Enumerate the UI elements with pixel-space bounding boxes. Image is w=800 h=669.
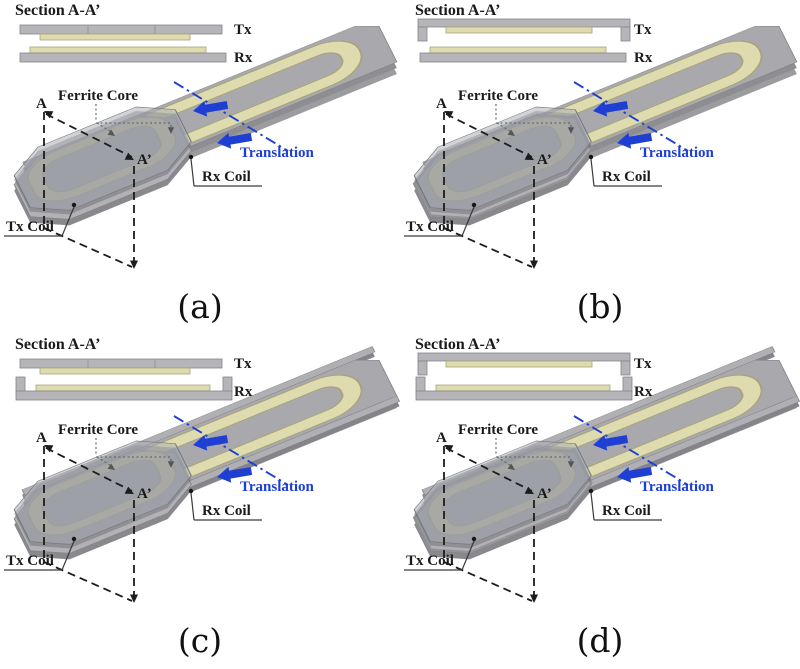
translation-arrow-2	[217, 466, 253, 483]
translation-label: Translation	[640, 479, 715, 495]
translation-axis-line	[573, 415, 689, 486]
translation-label: Translation	[240, 145, 315, 161]
panel-caption: (d)	[576, 621, 624, 660]
translation-arrow-2	[217, 132, 253, 149]
tx-coil-callout	[4, 202, 77, 237]
section-mark-a-prime: A’	[537, 152, 552, 168]
tx-label: Tx	[634, 356, 652, 372]
section-mark-a: A	[36, 430, 47, 446]
ferrite-core-label: Ferrite Core	[58, 422, 138, 438]
rx-coil-callout	[588, 488, 662, 521]
tx-label: Tx	[634, 22, 652, 38]
rx-label: Rx	[234, 384, 253, 400]
ferrite-core-leaders	[95, 438, 175, 470]
translation-arrow-2	[617, 466, 653, 483]
panel-caption: (a)	[177, 287, 223, 326]
ferrite-core-label: Ferrite Core	[458, 88, 538, 104]
ferrite-core-leaders	[95, 104, 175, 136]
translation-arrow-2	[617, 132, 653, 149]
rx-track-3d	[412, 25, 798, 226]
ferrite-core-label: Ferrite Core	[458, 422, 538, 438]
tx-pad-cover	[413, 106, 592, 211]
section-mark-a-prime: A’	[537, 486, 552, 502]
section-mark-a-prime: A’	[137, 152, 152, 168]
section-mark-a: A	[436, 430, 447, 446]
section-mark-a: A	[36, 96, 47, 112]
section-plane	[443, 445, 538, 603]
tx-label: Tx	[234, 356, 252, 372]
translation-arrow-1	[193, 100, 229, 117]
rx-track-3d	[13, 25, 398, 226]
rx-track-3d	[13, 346, 400, 560]
ferrite-core-label: Ferrite Core	[58, 88, 138, 104]
section-plane	[443, 111, 538, 269]
section-title: Section A-A’	[415, 336, 500, 353]
rx-label: Rx	[634, 384, 653, 400]
rx-coil-label: Rx Coil	[602, 503, 651, 519]
tx-coil-callout	[4, 536, 77, 571]
translation-label: Translation	[640, 145, 715, 161]
section-title: Section A-A’	[15, 2, 100, 19]
ferrite-core-leaders	[495, 104, 575, 136]
section-mark-a: A	[436, 96, 447, 112]
section-title: Section A-A’	[15, 336, 100, 353]
panel-caption: (b)	[576, 287, 624, 326]
tx-coil-label: Tx Coil	[6, 553, 54, 569]
rx-coil-callout	[588, 154, 662, 187]
section-plane	[43, 445, 138, 603]
tx-coil-label: Tx Coil	[406, 553, 454, 569]
tx-coil-label: Tx Coil	[406, 219, 454, 235]
rx-coil-callout	[188, 154, 262, 187]
rx-coil-callout	[188, 488, 262, 521]
section-title: Section A-A’	[415, 2, 500, 19]
translation-label: Translation	[240, 479, 315, 495]
section-mark-a-prime: A’	[137, 486, 152, 502]
rx-label: Rx	[234, 50, 253, 66]
translation-axis-line	[173, 415, 289, 486]
translation-axis-line	[573, 81, 689, 152]
translation-arrow-1	[593, 100, 629, 117]
translation-arrow-1	[593, 434, 629, 451]
tx-pad-cover	[413, 440, 592, 545]
ferrite-core-leaders	[495, 438, 575, 470]
tx-label: Tx	[234, 22, 252, 38]
rx-track-3d	[412, 346, 800, 560]
tx-pad-cover	[13, 440, 192, 545]
rx-coil-label: Rx Coil	[202, 169, 251, 185]
rx-coil-label: Rx Coil	[202, 503, 251, 519]
translation-arrow-1	[193, 434, 229, 451]
translation-axis-line	[173, 81, 289, 152]
rx-coil-label: Rx Coil	[602, 169, 651, 185]
section-plane	[43, 111, 138, 269]
panel-caption: (c)	[177, 621, 223, 660]
tx-pad-cover	[13, 106, 192, 211]
tx-coil-label: Tx Coil	[6, 219, 54, 235]
tx-coil-callout	[404, 536, 477, 571]
tx-coil-callout	[404, 202, 477, 237]
rx-label: Rx	[634, 50, 653, 66]
